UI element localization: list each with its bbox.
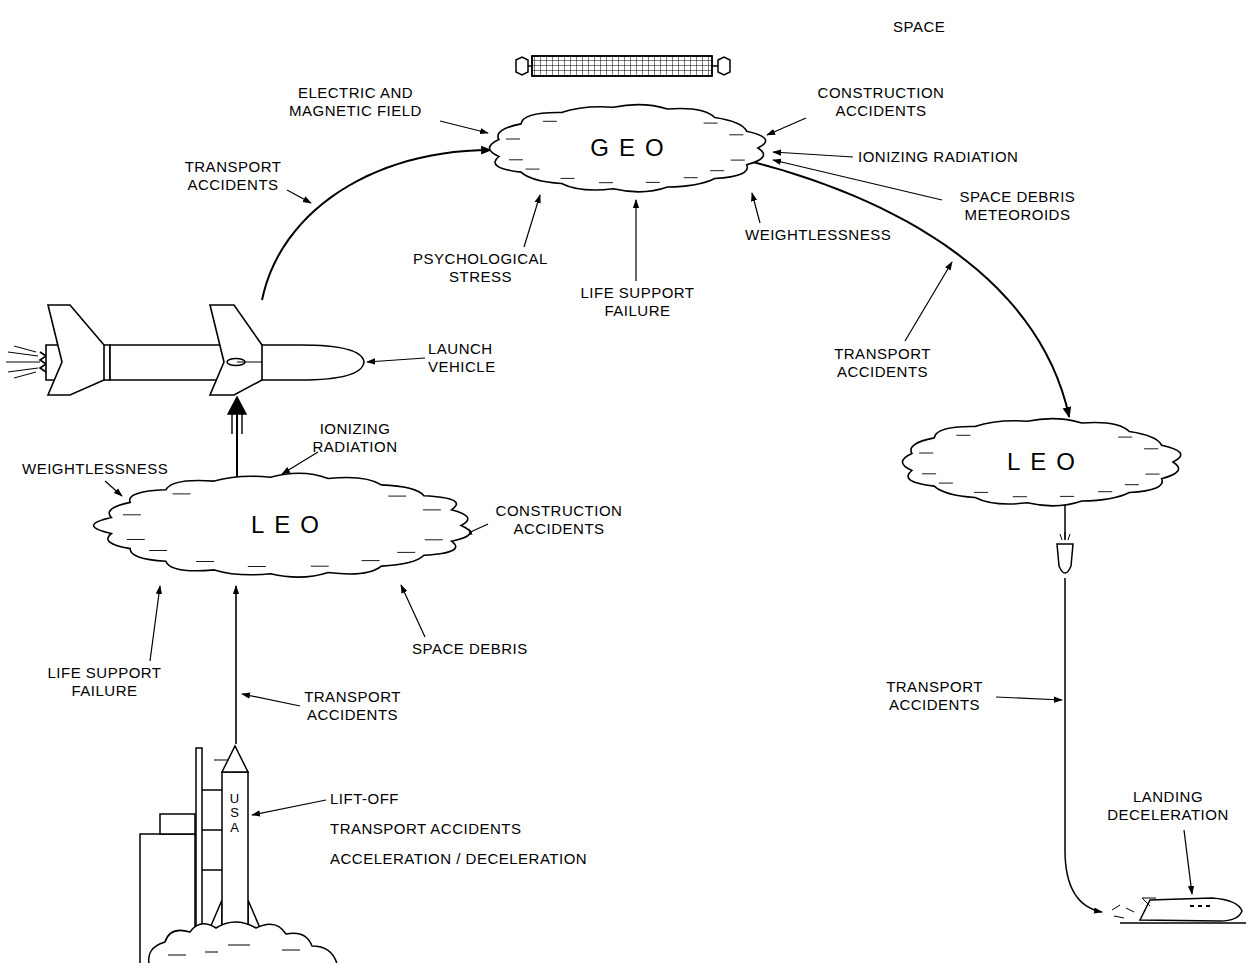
hazard-label: CONSTRUCTION ACCIDENTS xyxy=(806,84,956,120)
capsule-plume xyxy=(1060,532,1070,540)
leader-line xyxy=(1184,830,1192,894)
exhaust-lines xyxy=(6,346,40,378)
cloud-shading xyxy=(123,494,443,567)
panel-arm xyxy=(520,65,724,67)
leader-line xyxy=(150,586,160,661)
arrow-head xyxy=(228,397,246,414)
leader-line xyxy=(767,118,806,135)
hazard-label: IONIZING RADIATION xyxy=(858,148,1018,166)
tail-fin xyxy=(48,305,104,395)
hazard-label: SPACE DEBRIS xyxy=(412,640,528,658)
launch-site xyxy=(140,746,338,963)
leader-line xyxy=(773,152,853,157)
region-label: SPACE xyxy=(893,18,945,36)
phase-label: LIFT-OFF xyxy=(330,790,399,808)
rocket-body xyxy=(222,772,248,928)
transfer-path xyxy=(237,150,491,490)
hazard-label: WEIGHTLESSNESS xyxy=(745,226,891,244)
capsule xyxy=(1057,544,1073,573)
hazard-label: CONSTRUCTION ACCIDENTS xyxy=(484,502,634,538)
cloud-border xyxy=(902,419,1180,506)
hazard-label: ELECTRIC AND MAGNETIC FIELD xyxy=(268,84,443,120)
wake-marks xyxy=(1112,905,1134,918)
rocket-nose xyxy=(222,746,248,772)
ascent-line xyxy=(235,586,237,744)
orbit-cloud: LEO xyxy=(100,468,470,583)
leader-line xyxy=(635,200,636,281)
leader-line xyxy=(287,190,311,203)
solar-power-satellite xyxy=(516,56,730,76)
hazard-label: SPACE DEBRIS METEOROIDS xyxy=(945,188,1090,224)
cloud-shading xyxy=(919,435,1160,496)
building-step xyxy=(160,814,195,834)
shuttle xyxy=(1140,898,1242,921)
hazard-label: LANDING DECELERATION xyxy=(1098,788,1238,824)
leader-line xyxy=(773,160,942,200)
hazard-label: IONIZING RADIATION xyxy=(300,420,410,456)
leader-line xyxy=(996,697,1062,700)
launch-vehicle-drawing xyxy=(6,305,364,395)
orbit-name: GEO xyxy=(580,135,673,161)
rocket-fin xyxy=(210,900,222,928)
hazard-label: TRANSPORT ACCIDENTS xyxy=(290,688,415,724)
solar-panel xyxy=(532,56,712,76)
shuttle-tail xyxy=(1142,898,1156,906)
gantry-arms xyxy=(202,790,222,870)
leader-line xyxy=(524,195,540,247)
cloud-border xyxy=(94,473,470,577)
landing-line xyxy=(1065,578,1102,912)
hazard-label: ACCELERATION / DECELERATION xyxy=(330,850,587,868)
hazard-label: TRANSPORT ACCIDENTS xyxy=(330,820,521,838)
wing-line xyxy=(237,362,262,363)
cloud-border xyxy=(490,105,766,192)
solar-panel-frame xyxy=(532,56,712,76)
hazard-label: TRANSPORT ACCIDENTS xyxy=(872,678,997,714)
gantry-pole xyxy=(196,748,202,938)
rocket-marking: USA xyxy=(228,792,241,835)
wing xyxy=(210,305,262,395)
part-label: LAUNCH VEHICLE xyxy=(428,340,520,376)
hazard-label: TRANSPORT ACCIDENTS xyxy=(178,158,288,194)
orbit-name: LEO xyxy=(241,512,329,538)
antenna-hexagon xyxy=(516,57,528,75)
leader-line xyxy=(752,193,760,223)
leader-line xyxy=(440,121,488,133)
leader-line xyxy=(367,358,425,362)
cloud-shading xyxy=(506,121,745,182)
return-path xyxy=(1057,500,1246,923)
orbit-name: LEO xyxy=(997,449,1085,475)
exhaust-cloud xyxy=(149,922,338,963)
shuttle-windows xyxy=(1190,905,1210,907)
rocket-fin xyxy=(248,900,260,928)
engine-nozzles xyxy=(40,352,46,372)
leader-line xyxy=(242,694,300,706)
leader-line xyxy=(105,481,122,496)
hazard-label: TRANSPORT ACCIDENTS xyxy=(820,345,945,381)
leader-line xyxy=(282,452,318,474)
hazard-label: LIFE SUPPORT FAILURE xyxy=(32,664,177,700)
orbit-cloud: GEO xyxy=(487,98,767,198)
hazard-label: WEIGHTLESSNESS xyxy=(22,460,168,478)
runway xyxy=(1120,922,1246,924)
leader-line xyxy=(401,585,425,637)
cloud-shading xyxy=(168,945,300,955)
leader-line xyxy=(905,262,952,341)
leader-line xyxy=(252,800,326,815)
orbit-cloud: LEO xyxy=(900,412,1182,512)
antenna-hexagon xyxy=(718,57,730,75)
hazard-label: LIFE SUPPORT FAILURE xyxy=(565,284,710,320)
hazard-label: PSYCHOLOGICAL STRESS xyxy=(398,250,563,286)
